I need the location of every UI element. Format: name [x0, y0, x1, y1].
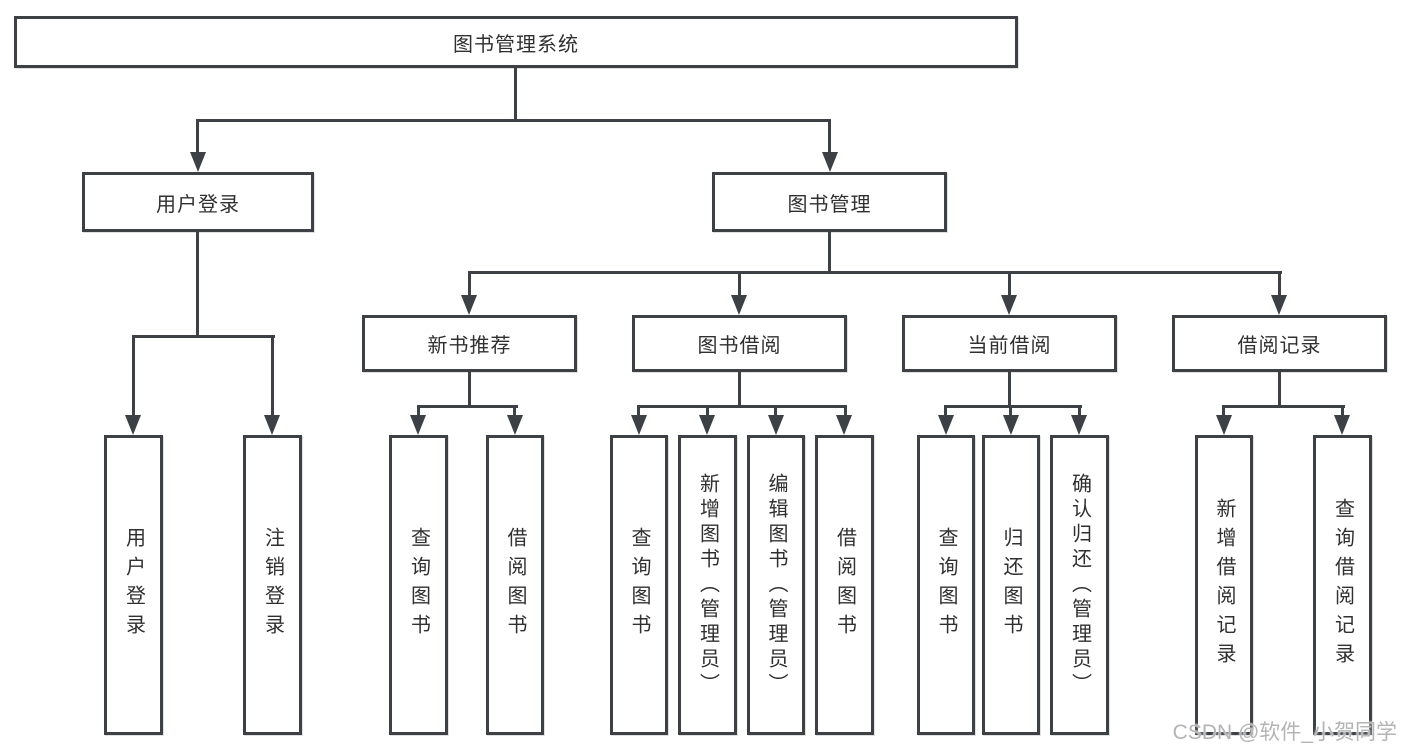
connector-bb-edit-stem [774, 405, 777, 417]
connector-root-stem [514, 68, 517, 120]
leaf-current-query-books: 查询图书 [917, 435, 975, 735]
leaf-recommend-borrow-books-label: 借阅图书 [504, 527, 526, 643]
leaf-current-confirm-return-label: 确认归还（管理员） [1068, 472, 1091, 698]
connector-bb-add-stem [706, 405, 709, 417]
leaf-borrowing-add-books: 新增图书（管理员） [678, 435, 737, 735]
arrowhead-cb-query [938, 415, 954, 435]
leaf-recommend-query-books-label: 查询图书 [407, 527, 430, 643]
leaf-borrowing-add-books-label: 新增图书（管理员） [696, 472, 719, 698]
leaf-user-login-label: 用户登录 [122, 527, 145, 643]
leaf-current-confirm-return: 确认归还（管理员） [1050, 435, 1109, 735]
connector-borrowing-hline [637, 405, 847, 408]
leaf-records-query-record: 查询借阅记录 [1313, 435, 1372, 735]
connector-user-login-stem [196, 119, 199, 154]
node-book-borrowing: 图书借阅 [632, 315, 847, 372]
node-borrowing-records: 借阅记录 [1172, 315, 1387, 372]
leaf-borrowing-query-books: 查询图书 [610, 435, 668, 735]
arrowhead-records [1271, 295, 1287, 315]
connector-borrowing-down [738, 372, 741, 408]
arrowhead-bb-add [699, 415, 715, 435]
connector-recommend-down [468, 372, 471, 408]
node-book-borrowing-label: 图书借阅 [697, 335, 782, 357]
node-book-management: 图书管理 [712, 172, 947, 232]
arrowhead-rec-borrow [507, 415, 523, 435]
arrowhead-recommend [461, 295, 477, 315]
connector-current-hline [944, 405, 1082, 408]
leaf-recommend-query-books: 查询图书 [389, 435, 448, 735]
node-current-borrowing: 当前借阅 [902, 315, 1117, 372]
leaf-current-return-books: 归还图书 [982, 435, 1040, 735]
node-new-book-recommend: 新书推荐 [362, 315, 577, 372]
connector-current-stem [1008, 271, 1011, 297]
leaf-current-return-books-label: 归还图书 [1000, 527, 1022, 643]
arrowhead-br-query [1334, 415, 1350, 435]
arrowhead-bb-query [631, 415, 647, 435]
connector-records-hline [1222, 405, 1345, 408]
arrowhead-leaf-logout [264, 415, 280, 435]
arrowhead-br-add [1216, 415, 1232, 435]
node-user-login-label: 用户登录 [156, 193, 240, 216]
connector-user-login-down [196, 232, 199, 338]
connector-rec-query-stem [417, 405, 420, 417]
arrowhead-borrowing [731, 295, 747, 315]
connector-leaf-logout-stem [271, 335, 274, 417]
leaf-records-add-record-label: 新增借阅记录 [1213, 498, 1235, 672]
connector-records-stem [1278, 271, 1281, 297]
connector-br-query-stem [1341, 405, 1344, 417]
arrowhead-book-mgmt [822, 152, 838, 172]
leaf-records-query-record-label: 查询借阅记录 [1331, 498, 1354, 672]
connector-l2-hline [197, 119, 831, 122]
connector-borrowing-stem [738, 271, 741, 297]
connector-login-hline [132, 335, 275, 338]
leaf-borrowing-edit-books-label: 编辑图书（管理员） [765, 472, 787, 698]
node-book-management-label: 图书管理 [787, 193, 872, 216]
node-borrowing-records-label: 借阅记录 [1237, 335, 1322, 357]
leaf-current-query-books-label: 查询图书 [935, 527, 957, 643]
node-user-login: 用户登录 [82, 172, 314, 232]
node-current-borrowing-label: 当前借阅 [967, 335, 1052, 357]
leaf-user-login: 用户登录 [104, 435, 163, 735]
arrowhead-current [1001, 295, 1017, 315]
leaf-records-add-record: 新增借阅记录 [1195, 435, 1253, 735]
leaf-logout-label: 注销登录 [261, 527, 284, 643]
arrowhead-bb-borrow [836, 415, 852, 435]
leaf-borrowing-query-books-label: 查询图书 [628, 527, 650, 643]
connector-recommend-hline [417, 405, 518, 408]
leaf-recommend-borrow-books: 借阅图书 [486, 435, 544, 735]
node-new-book-recommend-label: 新书推荐 [427, 335, 512, 357]
connector-br-add-stem [1222, 405, 1225, 417]
leaf-borrowing-edit-books: 编辑图书（管理员） [747, 435, 805, 735]
arrowhead-rec-query [410, 415, 426, 435]
leaf-borrowing-borrow-books-label: 借阅图书 [833, 527, 856, 643]
connector-records-down [1278, 372, 1281, 408]
node-root: 图书管理系统 [14, 16, 1018, 68]
arrowhead-user-login [190, 152, 206, 172]
connector-rec-borrow-stem [513, 405, 516, 417]
leaf-logout: 注销登录 [243, 435, 302, 735]
arrowhead-cb-confirm [1071, 415, 1087, 435]
arrowhead-bb-edit [768, 415, 784, 435]
connector-bb-query-stem [637, 405, 640, 417]
connector-cb-return-stem [1009, 405, 1012, 417]
connector-leaf-login-stem [132, 335, 135, 417]
node-root-label: 图书管理系统 [453, 33, 579, 56]
csdn-watermark: CSDN @软件_小贺同学 [1172, 721, 1397, 744]
connector-cb-confirm-stem [1078, 405, 1081, 417]
arrowhead-cb-return [1003, 415, 1019, 435]
connector-book-mgmt-down [828, 232, 831, 274]
connector-current-down [1008, 372, 1011, 408]
connector-book-mgmt-stem [828, 119, 831, 154]
arrowhead-leaf-login [125, 415, 141, 435]
connector-recommend-stem [468, 271, 471, 297]
connector-l3-hline [468, 271, 1282, 274]
connector-cb-query-stem [944, 405, 947, 417]
connector-bb-borrow-stem [844, 405, 847, 417]
leaf-borrowing-borrow-books: 借阅图书 [815, 435, 874, 735]
